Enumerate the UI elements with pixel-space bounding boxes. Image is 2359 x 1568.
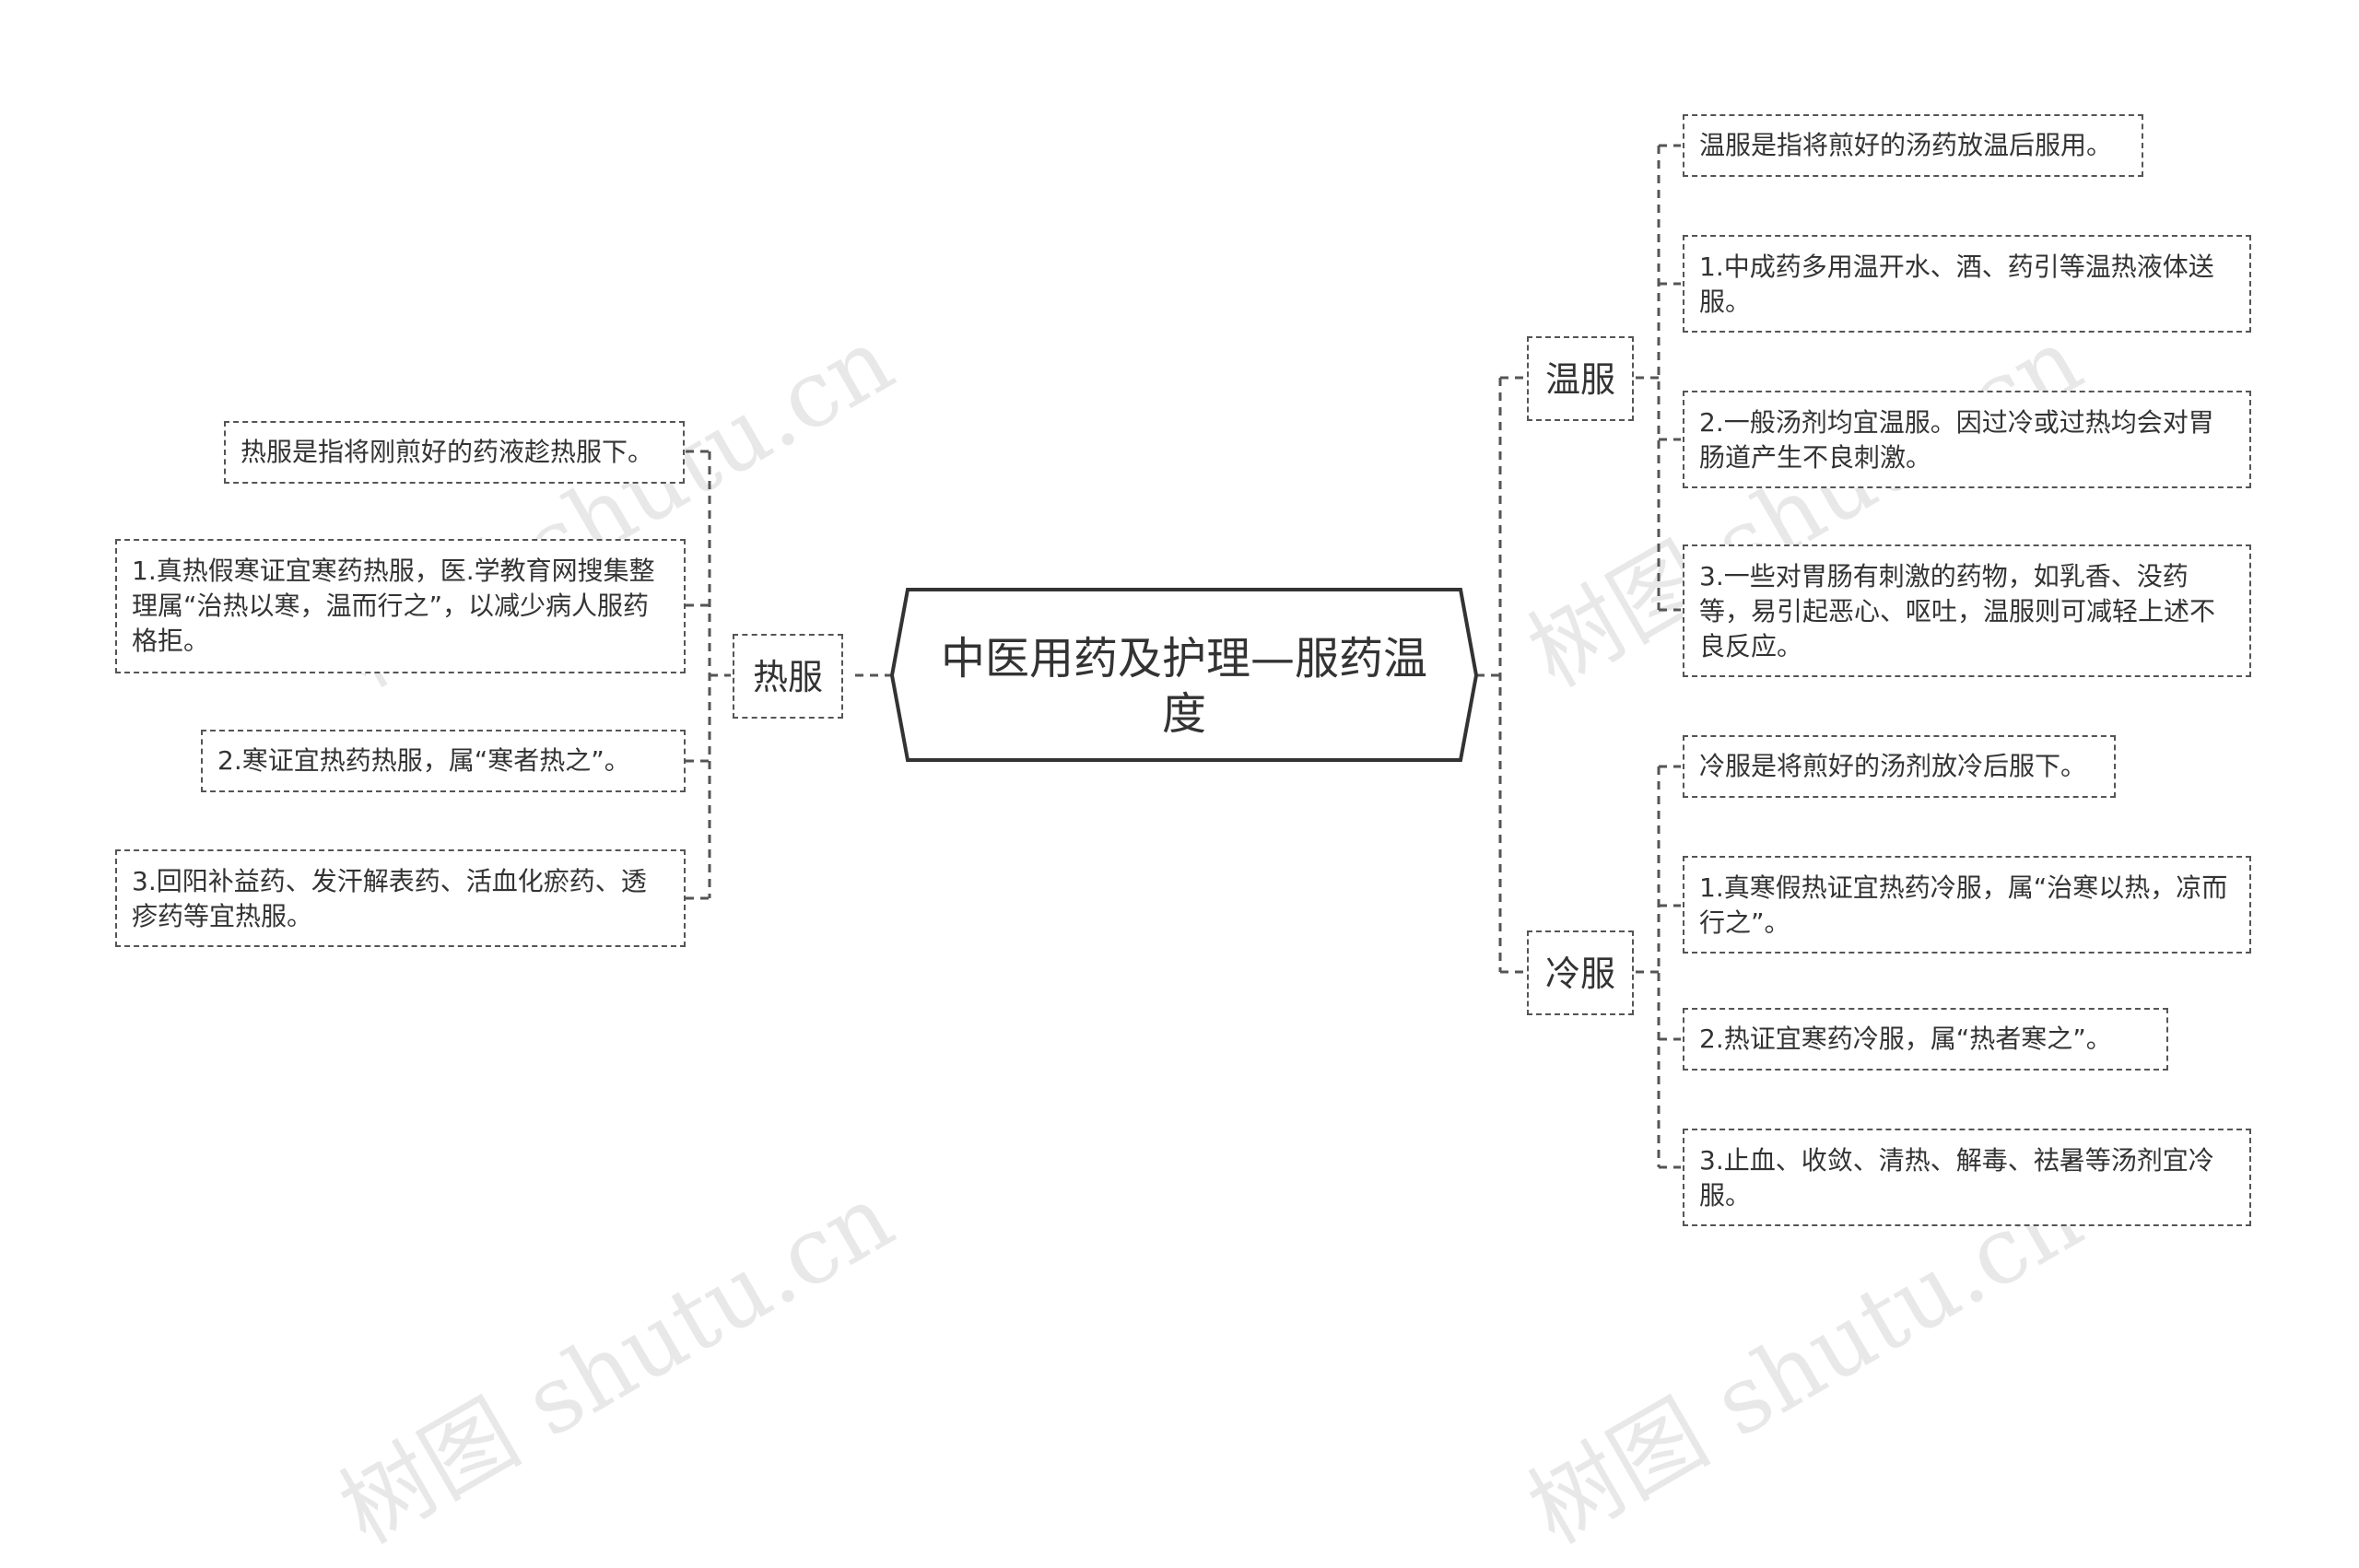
leaf-cold-0[interactable]: 冷服是将煎好的汤剂放冷后服下。 — [1683, 735, 2116, 798]
leaf-cold-1[interactable]: 1.真寒假热证宜热药冷服，属“治寒以热，凉而行之”。 — [1683, 856, 2251, 954]
branch-hot-label: 热服 — [752, 657, 823, 697]
leaf-cold-2[interactable]: 2.热证宜寒药冷服，属“热者寒之”。 — [1683, 1008, 2168, 1071]
leaf-hot-2[interactable]: 2.寒证宜热药热服，属“寒者热之”。 — [201, 730, 686, 792]
root-node[interactable]: 中医用药及护理—服药温度 — [908, 608, 1461, 765]
leaf-hot-1[interactable]: 1.真热假寒证宜寒药热服，医.学教育网搜集整理属“治热以寒，温而行之”，以减少病… — [115, 539, 686, 673]
branch-cold-label: 冷服 — [1544, 954, 1615, 994]
leaf-warm-2[interactable]: 2.一般汤剂均宜温服。因过冷或过热均会对胃肠道产生不良刺激。 — [1683, 391, 2251, 488]
leaf-hot-3[interactable]: 3.回阳补益药、发汗解表药、活血化瘀药、透疹药等宜热服。 — [115, 849, 686, 947]
branch-hot[interactable]: 热服 — [733, 634, 843, 719]
leaf-hot-0[interactable]: 热服是指将刚煎好的药液趁热服下。 — [224, 421, 685, 484]
root-label: 中医用药及护理—服药温度 — [940, 633, 1427, 740]
leaf-warm-1[interactable]: 1.中成药多用温开水、酒、药引等温热液体送服。 — [1683, 235, 2251, 333]
branch-warm[interactable]: 温服 — [1527, 336, 1634, 421]
branch-cold[interactable]: 冷服 — [1527, 930, 1634, 1015]
branch-warm-label: 温服 — [1544, 359, 1615, 400]
watermark: 树图 shutu.cn — [323, 1163, 910, 1565]
leaf-cold-3[interactable]: 3.止血、收敛、清热、解毒、祛暑等汤剂宜冷服。 — [1683, 1129, 2251, 1226]
leaf-warm-3[interactable]: 3.一些对胃肠有刺激的药物，如乳香、没药等，易引起恶心、呕吐，温服则可减轻上述不… — [1683, 544, 2251, 677]
leaf-warm-0[interactable]: 温服是指将煎好的汤药放温后服用。 — [1683, 114, 2143, 177]
